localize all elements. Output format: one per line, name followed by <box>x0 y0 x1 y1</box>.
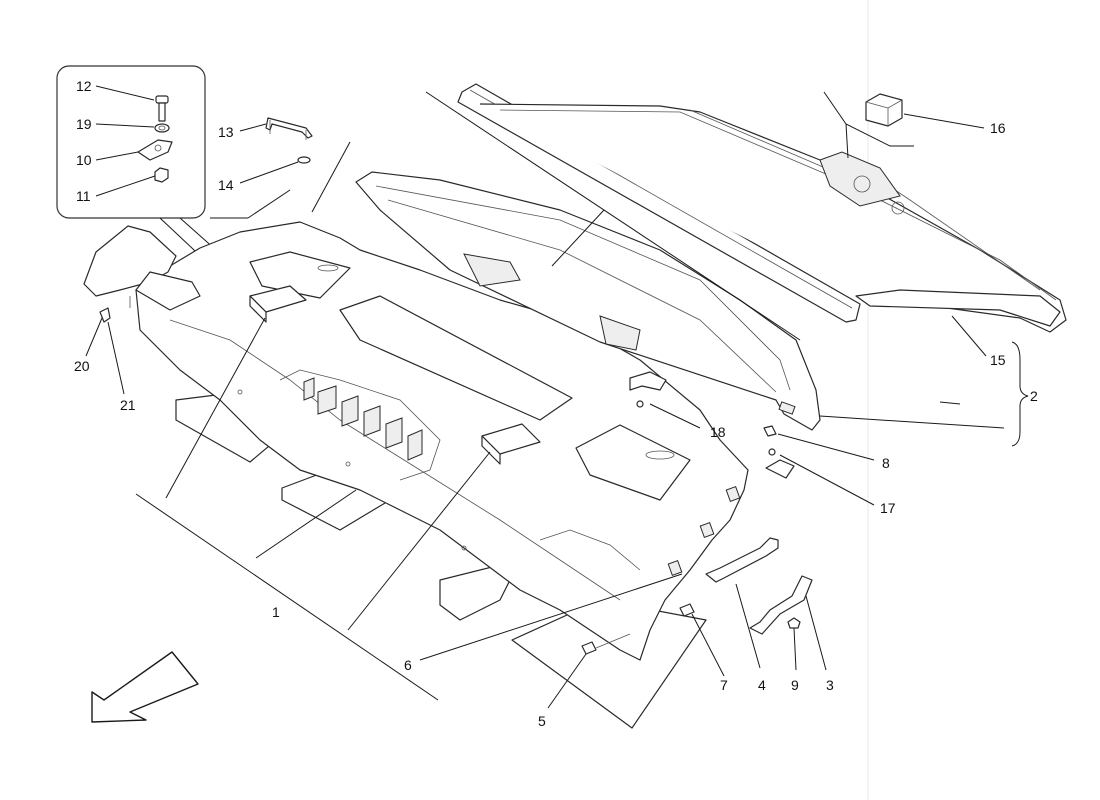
washer-14-shape <box>297 156 311 164</box>
callout-19: 19 <box>76 116 92 132</box>
callout-3: 3 <box>826 677 834 693</box>
callout-4: 4 <box>758 677 766 693</box>
clip-8-shape <box>763 425 777 437</box>
clip-21-shape <box>99 296 131 323</box>
bracket-10-shape <box>137 139 173 161</box>
callout-14: 14 <box>218 177 234 193</box>
callout-6: 6 <box>404 657 412 673</box>
callout-9: 9 <box>791 677 799 693</box>
callout-13: 13 <box>218 124 234 140</box>
bracket-17-shape <box>765 448 795 479</box>
roller-blind-assembly <box>355 83 1067 431</box>
handle-13-shape <box>265 117 313 140</box>
callout-5: 5 <box>538 713 546 729</box>
callout-10: 10 <box>76 152 92 168</box>
bolt-12-shape <box>155 95 169 122</box>
callout-1: 1 <box>272 604 280 620</box>
callout-11: 11 <box>76 188 91 204</box>
front-direction-arrow <box>91 651 199 723</box>
bracket-18-shape <box>629 371 667 408</box>
callout-7: 7 <box>720 677 728 693</box>
callout-12: 12 <box>76 78 92 94</box>
callout-21: 21 <box>120 397 136 413</box>
clip-7-shape <box>679 603 695 617</box>
callout-16: 16 <box>990 120 1006 136</box>
bracket-3-shape <box>749 575 813 635</box>
nut-11-shape <box>154 167 169 183</box>
motor-16-shape <box>865 93 903 127</box>
callout-18: 18 <box>710 424 726 440</box>
callout-2: 2 <box>1030 388 1038 404</box>
callout-8: 8 <box>882 455 890 471</box>
washer-19-shape <box>154 123 170 133</box>
screw-5-shape <box>581 633 631 655</box>
nut-9-shape <box>787 617 801 629</box>
parcel-shelf-1 <box>135 221 749 729</box>
callout-15: 15 <box>990 352 1006 368</box>
callout-20: 20 <box>74 358 90 374</box>
bracket-4-shape <box>705 537 779 583</box>
vent-slots <box>303 377 423 461</box>
callout-17: 17 <box>880 500 896 516</box>
